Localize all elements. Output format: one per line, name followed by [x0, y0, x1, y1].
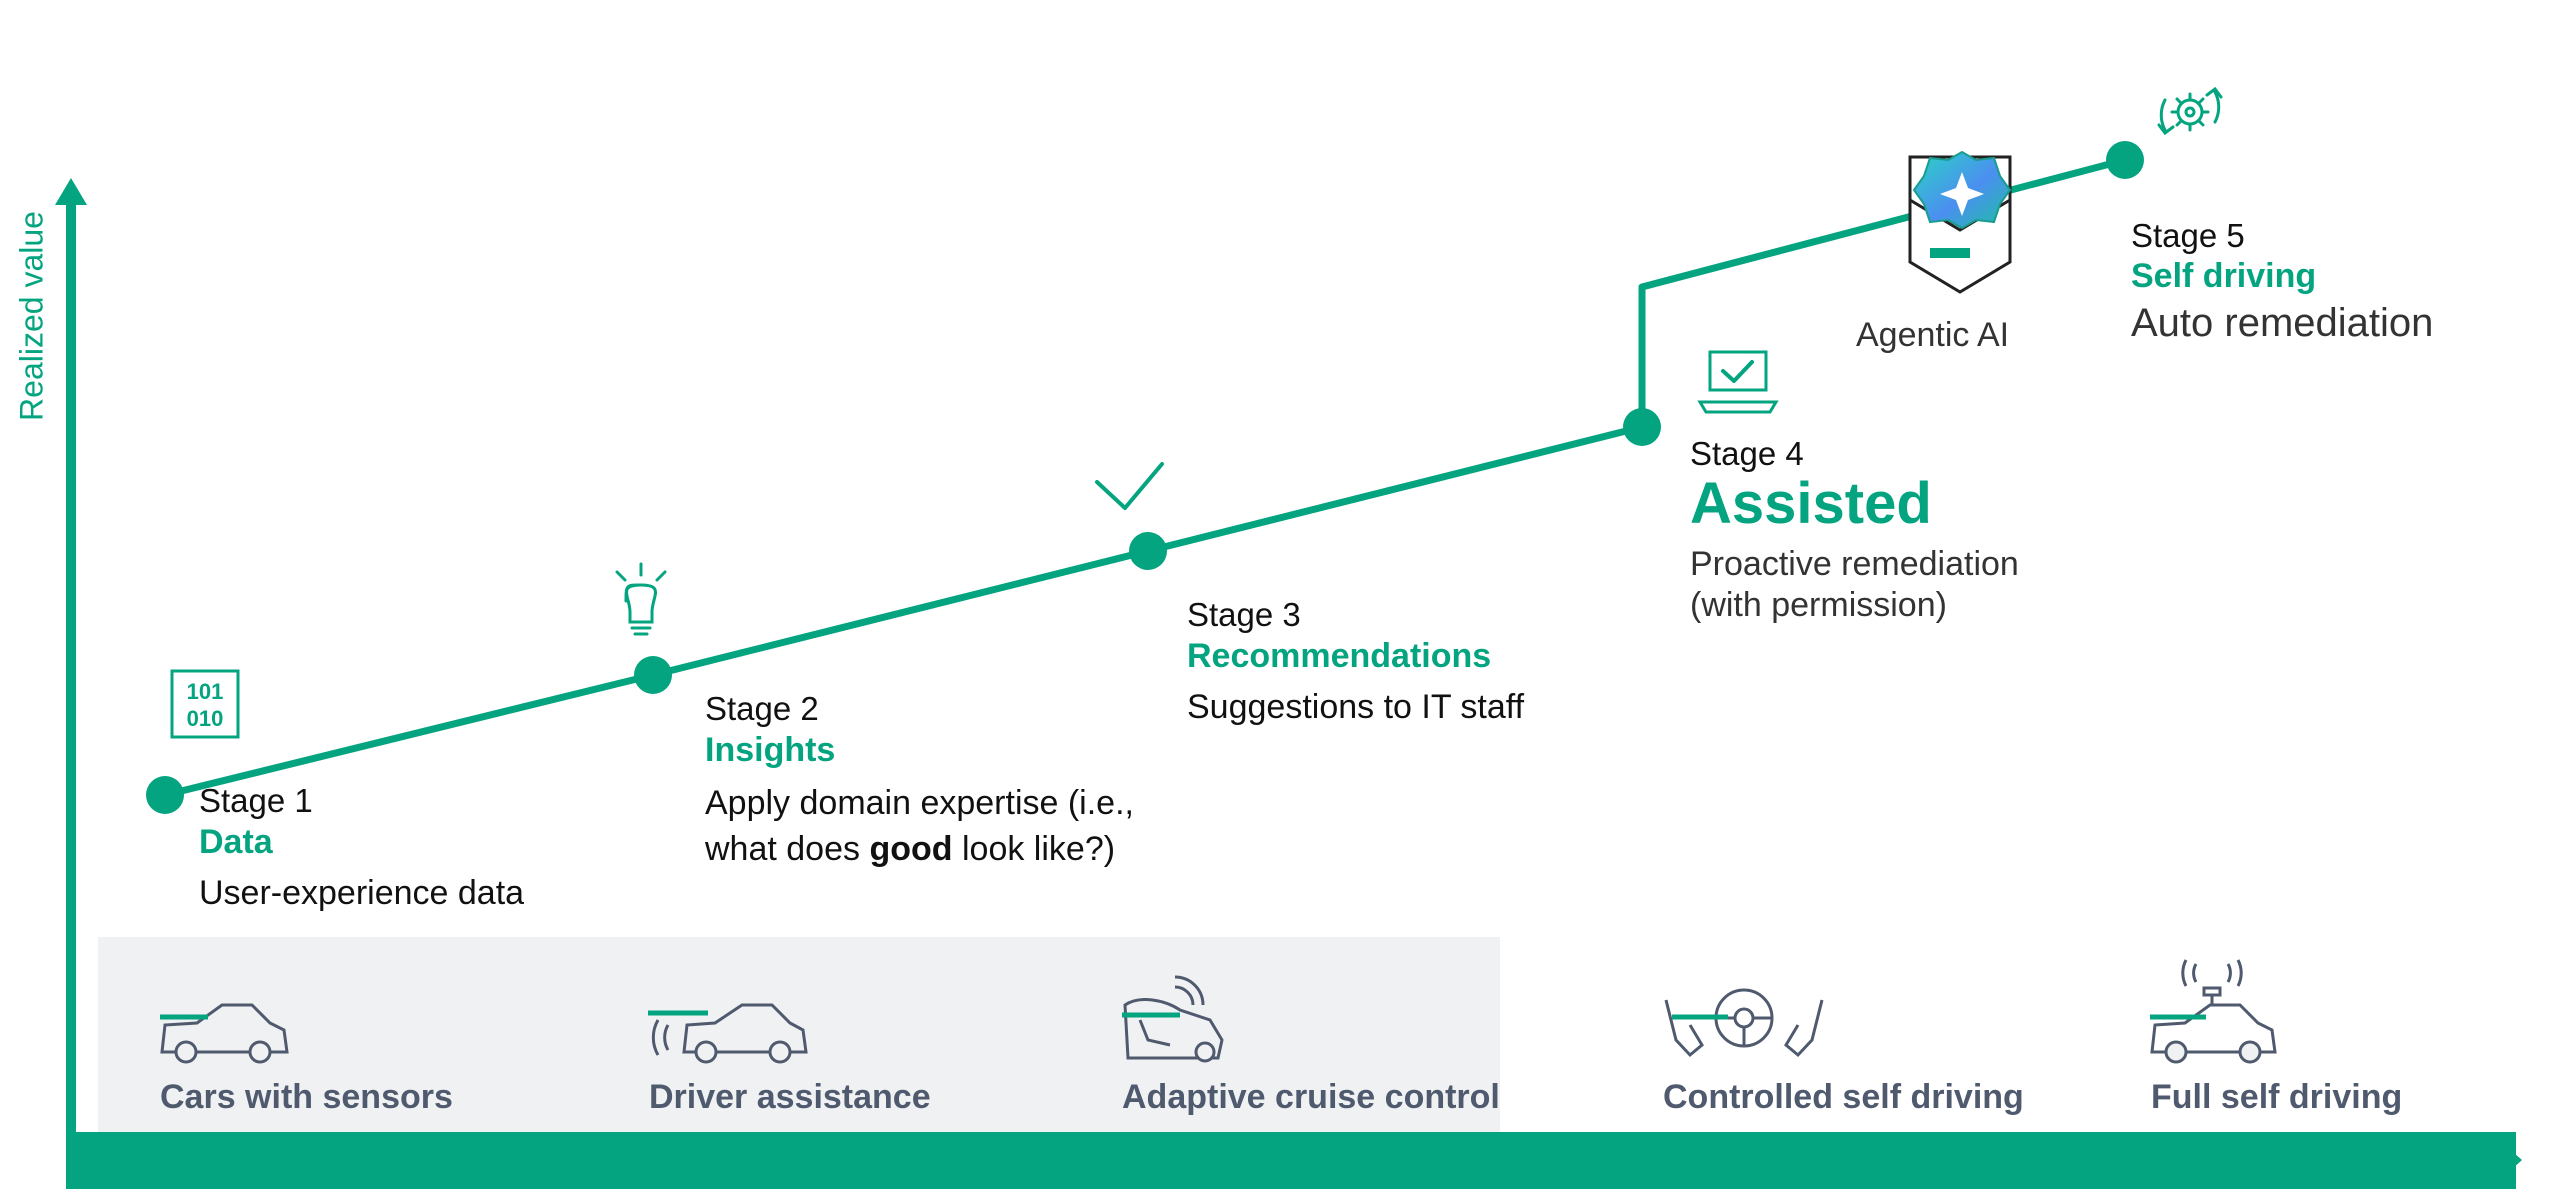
- stage-2-description: Apply domain expertise (i.e., what does …: [705, 780, 1134, 872]
- stage-5-name: Self driving: [2131, 257, 2317, 295]
- stage-4-description-line1: Proactive remediation: [1690, 545, 2019, 583]
- stage-2-number: Stage 2: [705, 690, 819, 727]
- stage-5-number: Stage 5: [2131, 217, 2245, 254]
- stage-4-name: Assisted: [1690, 471, 1932, 536]
- y-axis-label: Realized value: [13, 211, 50, 421]
- y-axis-line: [66, 200, 76, 1189]
- stage-1-dot: [146, 776, 184, 814]
- stage-5-description: Auto remediation: [2131, 301, 2434, 345]
- example-label-5: Full self driving: [2151, 1078, 2403, 1116]
- y-axis-arrowhead: [55, 178, 87, 205]
- stage-2-description-line1: Apply domain expertise (i.e.,: [705, 784, 1134, 822]
- stage-3-dot: [1129, 532, 1167, 570]
- car-sensors-icon: [160, 1003, 289, 1064]
- svg-text:010: 010: [187, 706, 224, 731]
- steering-wheel-hands-icon: [1664, 988, 1824, 1058]
- stage-2-description-line2: what does good look like?): [705, 830, 1116, 868]
- stage-4-number: Stage 4: [1690, 435, 1804, 472]
- checkmark-icon: [1095, 462, 1164, 510]
- car-self-driving-icon: [2150, 959, 2277, 1064]
- stage-4-description-line2: (with permission): [1690, 586, 1947, 624]
- stage-4-description: Proactive remediation (with permission): [1690, 544, 2019, 626]
- example-label-2: Driver assistance: [649, 1078, 931, 1116]
- laptop-check-icon: [1697, 350, 1779, 414]
- stage-1-description: User-experience data: [199, 874, 525, 912]
- stage-3-description: Suggestions to IT staff: [1187, 688, 1525, 726]
- agentic-ai-label: Agentic AI: [1856, 316, 2010, 354]
- agentic-ai-gear-icon: [1908, 150, 2012, 294]
- x-axis-arrowhead: [2490, 1132, 2522, 1189]
- car-cruise-control-icon: [1122, 975, 1224, 1063]
- examples-band: [98, 937, 1500, 1135]
- stage-1-number: Stage 1: [199, 782, 313, 819]
- stage-1-name: Data: [199, 823, 273, 861]
- stage-2-name: Insights: [705, 731, 836, 769]
- stage-3-number: Stage 3: [1187, 596, 1301, 633]
- car-driver-assist-icon: [648, 1003, 808, 1064]
- stage-2-dot: [634, 656, 672, 694]
- stage-2-emphasis: good: [869, 830, 953, 868]
- stage-5-dot: [2106, 141, 2144, 179]
- svg-text:101: 101: [187, 679, 224, 704]
- progression-line: [164, 156, 2126, 799]
- lightbulb-icon: [615, 562, 667, 636]
- x-axis-bar: [66, 1132, 2516, 1189]
- binary-101-010-icon: 101 010: [170, 669, 240, 739]
- stage-4-dot: [1623, 408, 1661, 446]
- stage-3-name: Recommendations: [1187, 637, 1492, 675]
- example-label-4: Controlled self driving: [1663, 1078, 2024, 1116]
- example-label-1: Cars with sensors: [160, 1078, 453, 1116]
- example-label-3: Adaptive cruise control: [1122, 1078, 1500, 1116]
- gear-refresh-icon: [2157, 86, 2223, 136]
